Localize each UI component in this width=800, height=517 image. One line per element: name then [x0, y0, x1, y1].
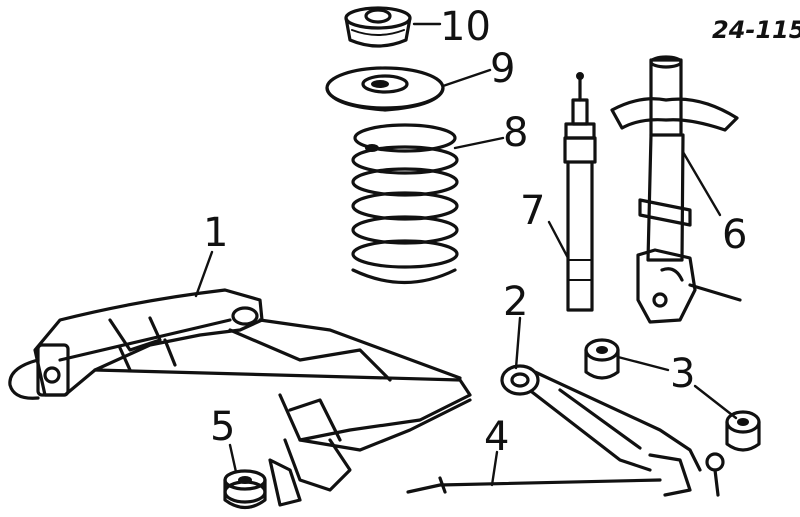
part-coil-spring [351, 123, 459, 284]
part-top-mount [344, 6, 412, 48]
part-bushings-upper [584, 338, 761, 452]
part-subframe [8, 288, 472, 507]
callout-5: 5 [210, 404, 235, 450]
part-upper-spring-seat [325, 66, 445, 112]
part-shock-absorber [563, 72, 597, 312]
callout-10: 10 [440, 4, 491, 50]
part-tie-rod [406, 476, 662, 494]
reference-code: 24-115 [712, 16, 800, 44]
callout-7: 7 [520, 188, 545, 234]
part-strut-assembly [610, 55, 742, 324]
callout-4: 4 [484, 414, 509, 460]
part-control-arm [500, 364, 725, 497]
callout-3: 3 [670, 351, 695, 397]
callout-8: 8 [503, 110, 528, 156]
callout-9: 9 [490, 46, 515, 92]
callout-2: 2 [503, 279, 528, 325]
leader-lines [194, 22, 738, 487]
callout-1: 1 [203, 210, 228, 256]
part-bushing-lower [223, 469, 267, 510]
callout-6: 6 [722, 212, 747, 258]
